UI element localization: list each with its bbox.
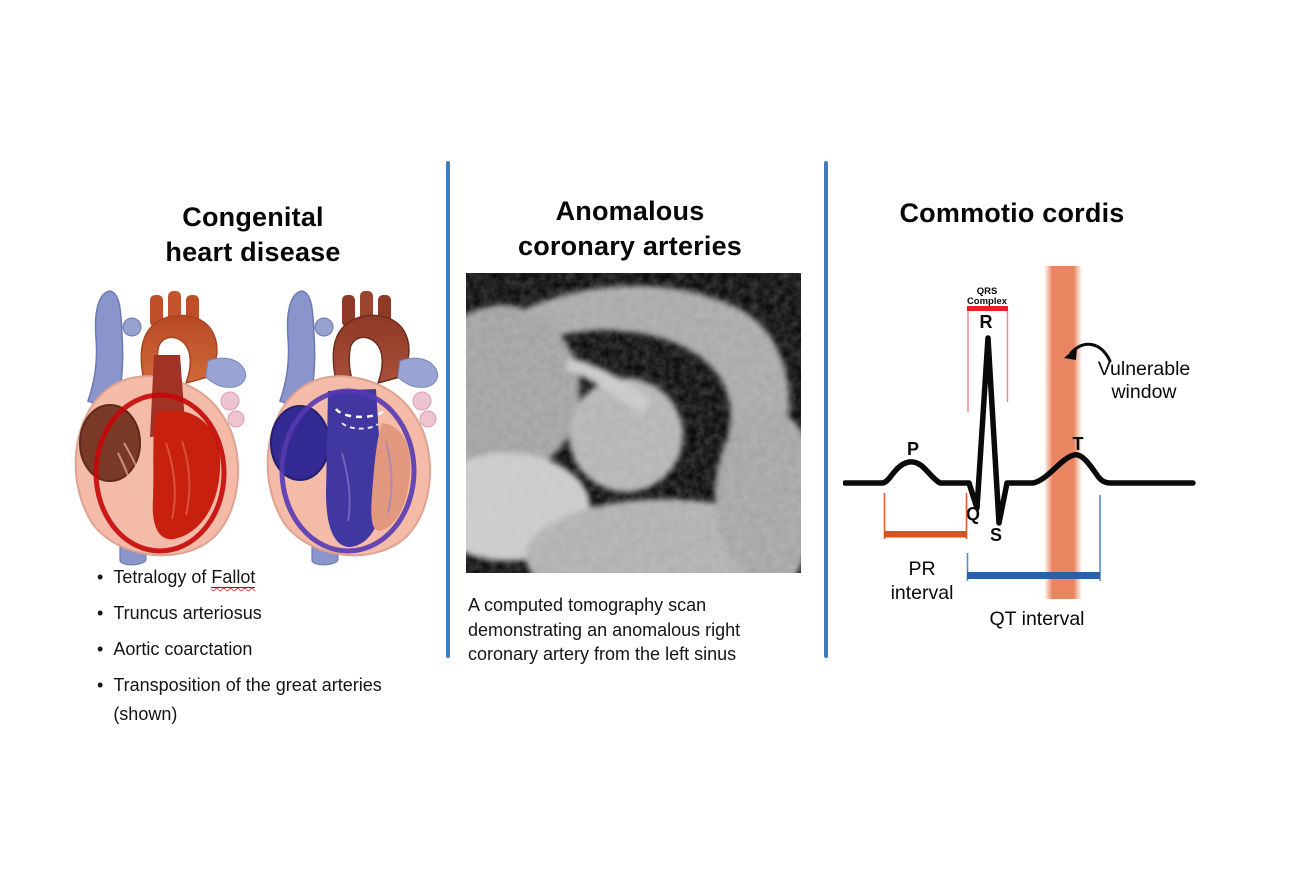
list-item-tetralogy: • Tetralogy of Fallot [97,566,445,589]
list-item-text: Tetralogy of Fallot [113,567,256,588]
bullet-marker: • [97,567,104,587]
ct-caption: A computed tomography scan demonstrating… [468,595,741,664]
list-item-text: Transposition of the great arteries (sho… [113,675,382,724]
vulnerable-window-label-line2: window [1110,381,1177,403]
list-item-transposition: • Transposition of the great arteries (s… [97,674,445,726]
congenital-title-line2: heart disease [165,237,341,267]
pr-interval-bar [884,531,967,538]
atrium-chamber [79,404,141,482]
list-item-text: Aortic coarctation [113,639,253,659]
vulnerable-window-band [1044,266,1082,599]
ct-scan-image [466,273,801,573]
qt-interval-bar [967,572,1100,579]
qrs-label-line2: Complex [967,296,1008,307]
purple-circulation-loop [279,388,417,554]
ecg-trace [843,335,1196,526]
qrs-bracket-bar [967,306,1008,311]
p-wave-label: P [907,439,919,459]
list-item-coarctation: • Aortic coarctation [97,638,445,661]
congenital-title: Congenital heart disease [70,200,436,270]
ct-grain-texture [466,273,801,573]
q-wave-label: Q [966,504,980,524]
ventricle-chamber-red [152,410,221,540]
r-wave-label: R [980,312,993,332]
vulnerable-window-label-line1: Vulnerable [1098,358,1191,380]
congenital-bullet-list: • Tetralogy of Fallot • Truncus arterios… [97,566,445,739]
commotio-title: Commotio cordis [899,198,1125,228]
aorta-arch-dark [332,314,410,387]
t-wave-label: T [1073,434,1084,454]
misspelled-word: Fallot [211,567,256,587]
heart-illustration-left [74,290,247,566]
congenital-title-line1: Congenital [182,202,324,232]
dashed-flow-line [334,408,385,419]
heart-illustrations [74,290,438,566]
ecg-diagram: QRS Complex P R Q S T Vulnerable window … [843,266,1196,630]
panel-divider-right [824,161,828,658]
bullet-marker: • [97,675,104,695]
curved-arrow-head [1064,347,1077,360]
list-item-text: Truncus arteriosus [113,603,262,623]
s-wave-label: S [990,525,1002,545]
list-item-continuation: (shown) [113,704,178,724]
pr-interval-label-line1: PR [908,558,935,580]
heart-illustration-right [266,290,438,566]
anomalous-title-line1: Anomalous [555,196,705,226]
red-circulation-loop [93,392,227,554]
list-item-truncus: • Truncus arteriosus [97,602,445,625]
panel-divider-left [446,161,450,658]
bullet-marker: • [97,603,104,623]
anomalous-title-line2: coronary arteries [517,231,742,261]
anomalous-title: Anomalous coronary arteries [464,194,796,264]
qrs-label-line1: QRS [977,286,998,297]
bullet-marker: • [97,639,104,659]
pr-interval-label-line2: interval [891,582,954,604]
qt-interval-label: QT interval [989,608,1084,630]
